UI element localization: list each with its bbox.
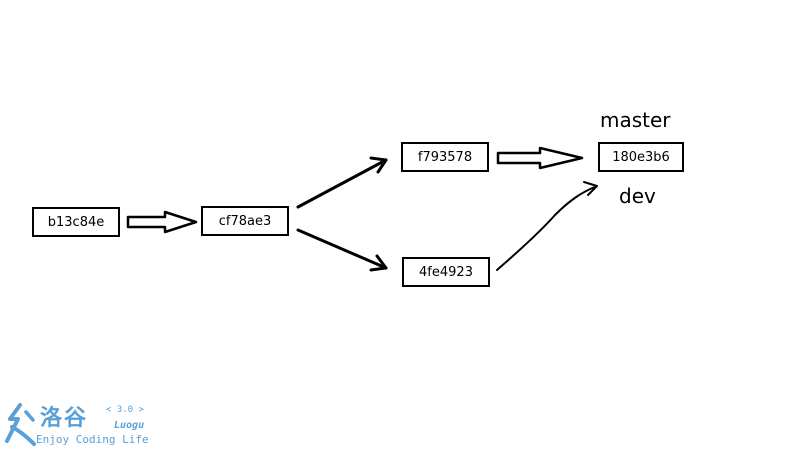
arrow-cf78ae3-to-4fe4923: [296, 228, 388, 272]
watermark-brand-en: Luogu: [114, 420, 145, 431]
arrow-4fe4923-to-180e3b6: [496, 181, 598, 271]
commit-node-4fe4923: 4fe4923: [402, 257, 490, 287]
arrow-cf78ae3-to-f793578: [296, 156, 388, 209]
watermark-brand-cn: 洛谷: [40, 406, 89, 431]
commit-node-f793578: f793578: [401, 142, 489, 172]
commit-node-cf78ae3: cf78ae3: [201, 206, 289, 236]
arrow-b13c84e-to-cf78ae3: [126, 210, 198, 234]
commit-node-b13c84e: b13c84e: [32, 207, 120, 237]
branch-label-master: master: [600, 108, 671, 132]
branch-label-dev: dev: [619, 184, 656, 208]
arrow-f793578-to-180e3b6: [496, 146, 584, 170]
watermark-version: < 3.0 >: [106, 405, 144, 415]
luogu-logo-icon: [5, 403, 36, 446]
watermark-tagline: Enjoy Coding Life: [36, 433, 149, 446]
commit-node-180e3b6: 180e3b6: [598, 142, 684, 172]
luogu-watermark: 洛谷 < 3.0 > Luogu Enjoy Coding Life: [2, 400, 152, 448]
